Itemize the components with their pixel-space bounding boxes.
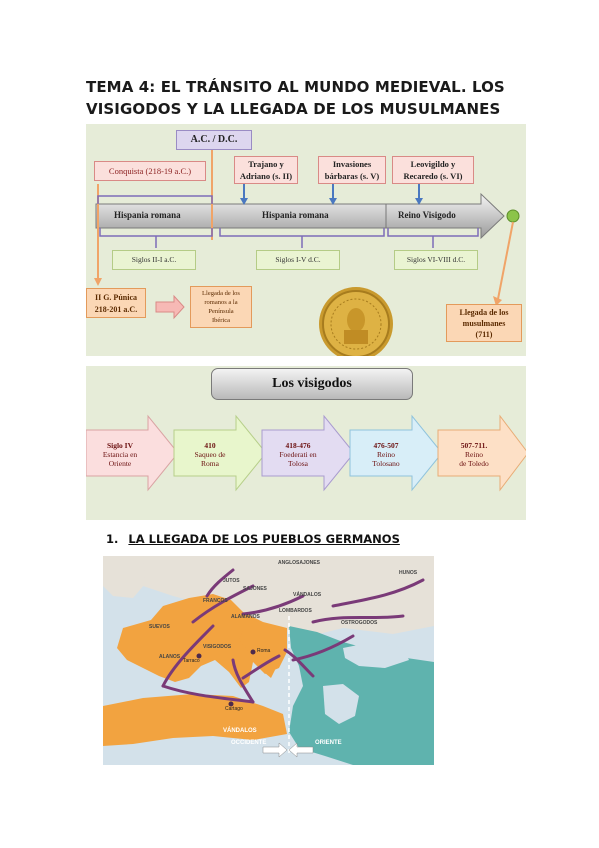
map-label-sajones: SAJONES: [243, 586, 267, 592]
cartago-marker: [228, 701, 234, 707]
musulmanes-line-2: musulmanes: [462, 319, 506, 328]
vg-step-2-line-2: Saqueo de: [194, 450, 226, 459]
ac-dc-box: A.C. / D.C.: [176, 130, 252, 150]
vg-step-3-title: 418-476: [285, 441, 311, 450]
pink-arrow: [155, 294, 185, 320]
visigodos-title: Los visigodos: [211, 368, 413, 400]
map-label-lombardos: LOMBARDOS: [279, 608, 312, 614]
vg-step-5-line-3: de Toledo: [459, 459, 489, 468]
section-heading: 1. LA LLEGADA DE LOS PUEBLOS GERMANOS: [106, 532, 400, 546]
map-svg: [103, 556, 434, 765]
section-number: 1.: [106, 532, 119, 546]
vg-arrow-3: [261, 414, 355, 492]
vg-step-4-title: 476-507: [373, 441, 399, 450]
vg-step-3: 418-476 Foederati en Tolosa: [268, 441, 328, 468]
germanic-invasions-map: ANGLOSAJONES JUTOS SAJONES FRANCOS SUEVO…: [103, 556, 434, 765]
timeline-main-arrow: [95, 192, 505, 240]
era-hispania-romana-2: Hispania romana: [262, 210, 329, 220]
title-line-2: VISIGODOS Y LA LLEGADA DE LOS MUSULMANES: [86, 100, 501, 118]
llegada-romanos-box: Llegada de los romanos a la Península Ib…: [190, 286, 252, 328]
siglos-box-2: Siglos I-V d.C.: [256, 250, 340, 270]
punica-box: II G. Púnica 218-201 a.C.: [86, 288, 146, 318]
vg-arrow-5: [437, 414, 526, 492]
map-label-ostrogodos: OSTROGODOS: [341, 620, 378, 626]
invasiones-box: Invasiones bárbaras (s. V): [318, 156, 386, 184]
punica-line-2: 218-201 a.C.: [94, 305, 138, 314]
musulmanes-line-1: Llegada de los: [459, 308, 509, 317]
vg-arrow-1: [86, 414, 179, 492]
vg-step-4: 476-507 Reino Tolosano: [356, 441, 416, 468]
title-line-1: TEMA 4: EL TRÁNSITO AL MUNDO MEDIEVAL. L…: [86, 78, 505, 96]
vg-step-2: 410 Saqueo de Roma: [180, 441, 240, 468]
visigodos-arrows-svg: [86, 414, 526, 492]
map-label-jutos: JUTOS: [223, 578, 240, 584]
llegada-romanos-line-3: Península: [208, 308, 234, 315]
map-label-suevos: SUEVOS: [149, 624, 170, 630]
vg-step-4-line-3: Tolosano: [372, 459, 400, 468]
map-label-visigodos: VISIGODOS: [203, 644, 232, 650]
map-label-vandalos: VÁNDALOS: [293, 592, 322, 598]
tarraco-marker: [196, 653, 202, 659]
vg-step-4-line-2: Reino: [377, 450, 395, 459]
map-label-cartago: Cartago: [225, 706, 243, 712]
map-label-occidente: OCCIDENTE: [231, 740, 267, 746]
vg-step-1-line-2: Estancia en: [102, 450, 138, 459]
siglos-box-3: Siglos VI-VIII d.C.: [394, 250, 478, 270]
vg-step-1: Siglo IV Estancia en Oriente: [90, 441, 150, 468]
siglos-box-1: Siglos II-I a.C.: [112, 250, 196, 270]
map-label-hunos: HUNOS: [399, 570, 418, 576]
vg-step-5: 507-711. Reino de Toledo: [444, 441, 504, 468]
map-label-alanos: ALANOS: [159, 654, 181, 660]
invasiones-line-1: Invasiones: [332, 159, 372, 169]
punica-line-1: II G. Púnica: [94, 293, 137, 302]
leovigildo-line-1: Leovigildo y: [410, 159, 456, 169]
visigothic-coin: [319, 287, 393, 356]
vg-step-2-line-3: Roma: [201, 459, 219, 468]
vg-arrow-4: [349, 414, 443, 492]
vg-arrow-2: [173, 414, 267, 492]
vg-step-1-title: Siglo IV: [106, 441, 134, 450]
visigodos-diagram: Los visigodos Siglo IV Estancia en Orien…: [86, 366, 526, 520]
section-title: LA LLEGADA DE LOS PUEBLOS GERMANOS: [128, 532, 400, 546]
musulmanes-box: Llegada de los musulmanes (711): [446, 304, 522, 342]
llegada-romanos-line-4: Ibérica: [211, 317, 231, 324]
vg-step-1-line-3: Oriente: [108, 459, 132, 468]
llegada-romanos-line-2: romanos a la: [204, 299, 238, 306]
era-hispania-romana-1: Hispania romana: [114, 210, 181, 220]
conquista-box: Conquista (218-19 a.C.): [94, 161, 206, 181]
vg-step-3-line-2: Foederati en: [279, 450, 317, 459]
llegada-romanos-line-1: Llegada de los: [202, 290, 240, 297]
map-label-anglosajones: ANGLOSAJONES: [278, 560, 320, 566]
map-label-roma: Roma: [257, 648, 271, 654]
map-label-alamanos: ALAMANOS: [231, 614, 260, 620]
trajano-box: Trajano y Adriano (s. II): [234, 156, 298, 184]
map-label-francos: FRANCOS: [203, 598, 228, 604]
vg-step-2-title: 410: [204, 441, 216, 450]
map-label-vandalos-africa: VÁNDALOS: [223, 728, 257, 734]
leovigildo-box: Leovigildo y Recaredo (s. VI): [392, 156, 474, 184]
page-title: TEMA 4: EL TRÁNSITO AL MUNDO MEDIEVAL. L…: [86, 76, 516, 120]
musulmanes-line-3: (711): [475, 330, 493, 339]
timeline-diagram: A.C. / D.C. Conquista (218-19 a.C.) Traj…: [86, 124, 526, 356]
trajano-line-1: Trajano y: [248, 159, 284, 169]
invasiones-line-2: bárbaras (s. V): [324, 171, 380, 181]
vg-step-3-line-3: Tolosa: [288, 459, 308, 468]
leovigildo-line-2: Recaredo (s. VI): [403, 171, 463, 181]
timeline-arrow-svg: [94, 150, 520, 356]
vg-step-5-line-2: Reino: [465, 450, 483, 459]
map-label-tarraco: Tarraco: [183, 658, 200, 664]
timeline-end-dot: [506, 209, 520, 223]
trajano-line-2: Adriano (s. II): [239, 171, 293, 181]
era-reino-visigodo: Reino Visigodo: [398, 210, 456, 220]
vg-step-5-title: 507-711.: [460, 441, 488, 450]
roma-marker: [250, 649, 256, 655]
map-label-oriente: ORIENTE: [315, 740, 342, 746]
